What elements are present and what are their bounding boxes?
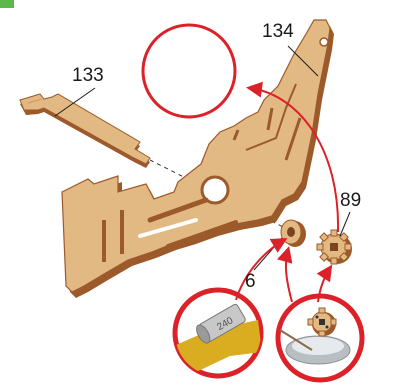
part-89-gear <box>317 230 352 264</box>
sandpaper-inset: 240 <box>175 290 262 376</box>
gear-detail-inset <box>143 25 235 117</box>
part-133-rod <box>20 94 150 168</box>
label-134: 134 <box>262 22 294 41</box>
corner-tab <box>0 0 14 8</box>
leader-89 <box>340 212 350 236</box>
label-89: 89 <box>340 191 361 210</box>
label-133: 133 <box>72 66 104 85</box>
label-6: 6 <box>245 272 256 291</box>
glue-inset <box>278 296 362 380</box>
part-6-spacer <box>281 220 306 247</box>
